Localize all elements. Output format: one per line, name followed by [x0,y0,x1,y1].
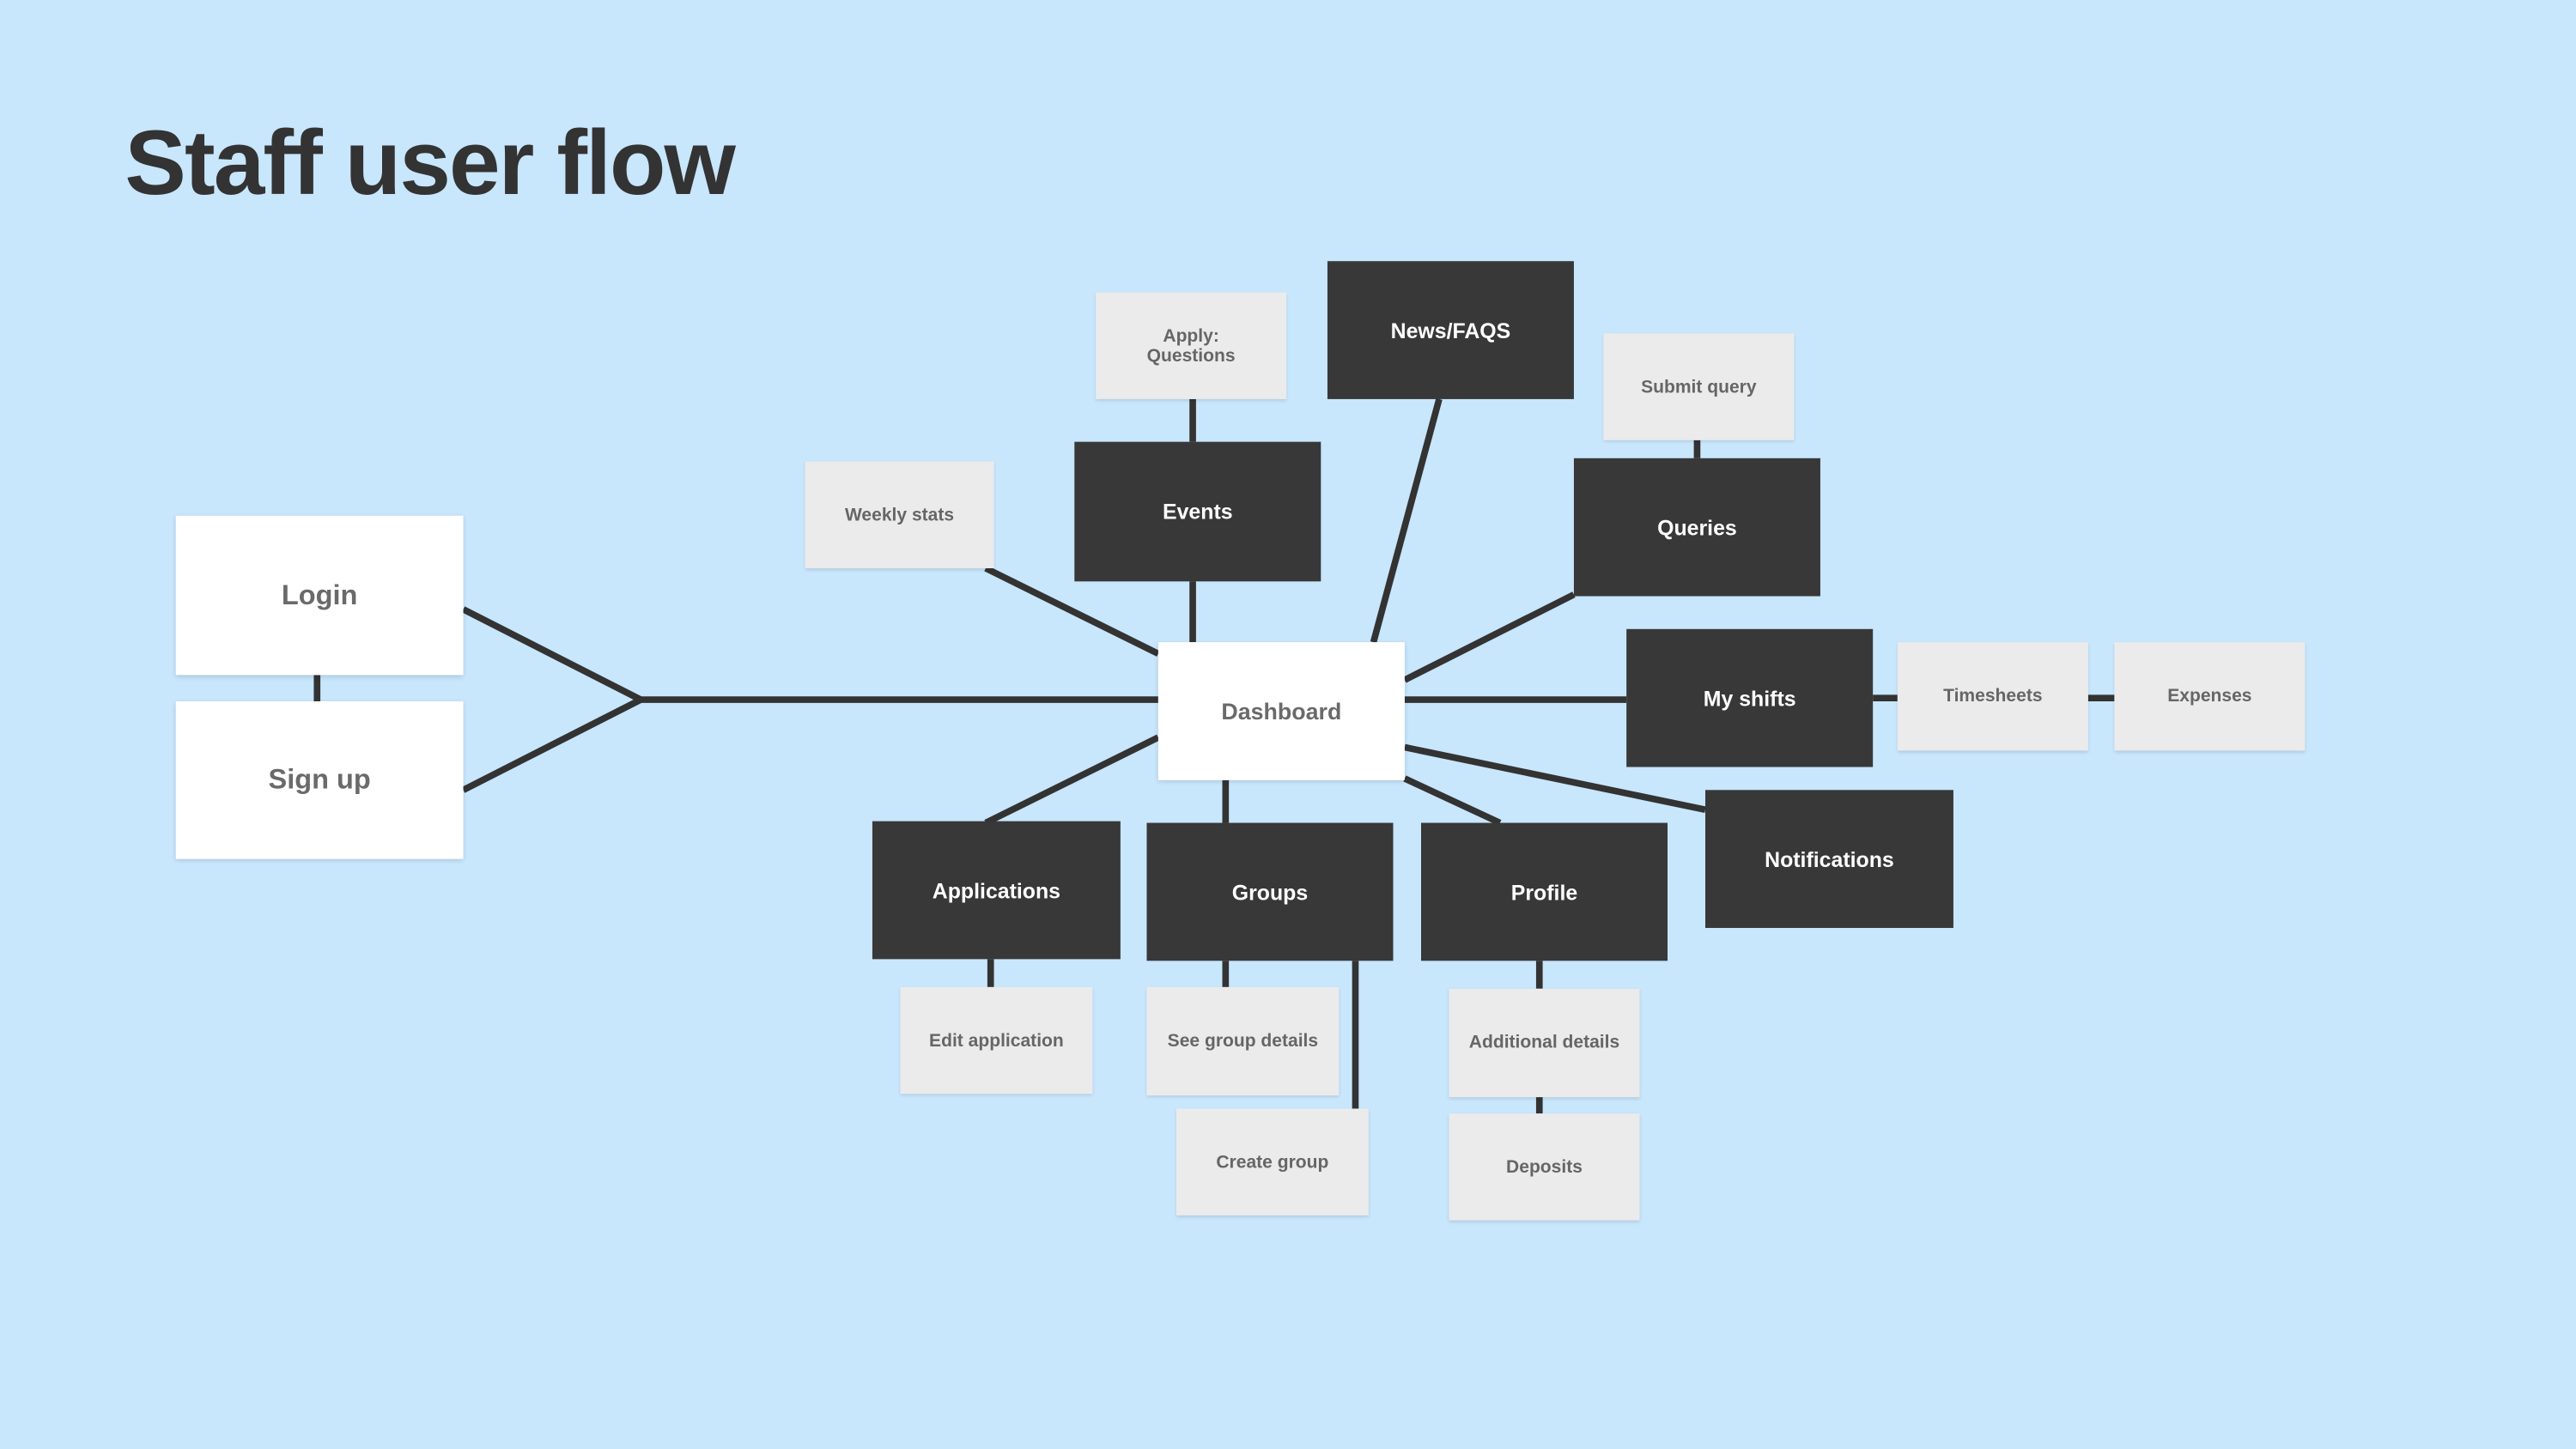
node-groups: Groups [1146,822,1394,961]
node-login: Login [175,515,464,676]
node-queries: Queries [1573,458,1820,597]
node-dashboard: Dashboard [1157,642,1405,780]
node-my-shifts: My shifts [1626,628,1874,767]
connector-notifications [1404,743,1706,814]
node-weekly-stats: Weekly stats [805,461,994,569]
connector-news [1370,397,1443,644]
node-timesheets: Timesheets [1897,642,2088,751]
connector-signup-dashboard [461,696,642,793]
node-expenses: Expenses [2114,642,2306,751]
node-notifications: Notifications [1705,790,1953,929]
node-edit-application: Edit application [900,986,1093,1094]
node-see-group-details: See group details [1146,986,1340,1096]
node-apply-questions: Apply: Questions [1096,292,1287,399]
node-news-faqs: News/FAQS [1327,261,1574,399]
node-signup: Sign up [175,700,464,859]
node-applications: Applications [872,821,1121,960]
connector-login-dashboard [461,606,642,703]
node-events: Events [1074,441,1321,582]
node-deposits: Deposits [1449,1113,1640,1221]
node-submit-query: Submit query [1603,333,1795,440]
node-additional-details: Additional details [1449,988,1640,1098]
connector-queries [1403,591,1576,683]
page-title: Staff user flow [125,110,735,214]
connector-applications [984,734,1160,826]
node-profile: Profile [1421,822,1668,961]
connector-profile [1403,775,1502,827]
node-create-group: Create group [1176,1108,1369,1216]
connector-weekly-stats [984,565,1160,657]
